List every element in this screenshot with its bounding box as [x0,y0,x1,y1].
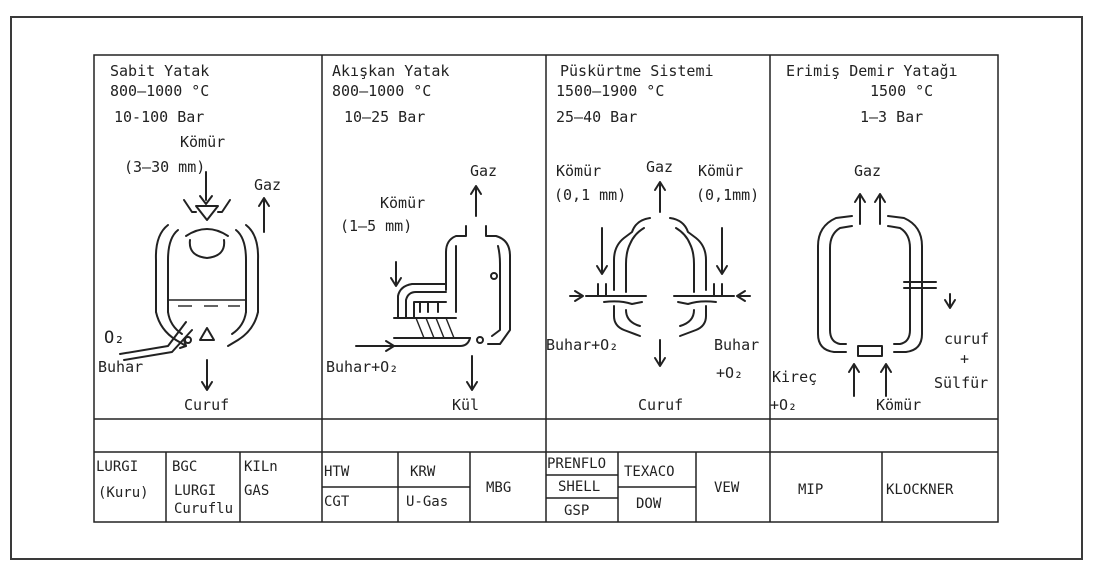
col1-size-label: (3–30 mm) [124,158,205,176]
col4-sulfur-label: Sülfür [934,374,988,392]
proc-klockner: KLOCKNER [886,482,954,498]
col1-curuf-label: Curuf [184,396,229,414]
col2-temp: 800–1000 °C [332,82,431,100]
col3-pressure: 25–40 Bar [556,108,637,126]
proc-mip: MIP [798,482,823,498]
col3-o2-right-label: +O₂ [716,364,743,382]
entrained-flow-gasifier-drawing [569,181,751,367]
col3-buhar-right-label: Buhar [714,336,759,354]
proc-ugas: U-Gas [406,494,448,510]
proc-gas: GAS [244,483,269,499]
col3-size-left-label: (0,1 mm) [554,186,626,204]
col1-buhar-label: Buhar [98,358,143,376]
col1-pressure: 10-100 Bar [114,108,204,126]
col2-buhar-label: Buhar+O₂ [326,358,398,376]
proc-htw: HTW [324,464,350,480]
col3-gaz-label: Gaz [646,158,673,176]
col4-temp: 1500 °C [870,82,933,100]
col1-title: Sabit Yatak [110,62,209,80]
col1-gaz-label: Gaz [254,176,281,194]
col4-pressure: 1–3 Bar [860,108,923,126]
col4-title: Erimiş Demir Yatağı [786,62,958,80]
proc-vew: VEW [714,480,740,496]
proc-kuru: (Kuru) [98,485,149,501]
proc-curuflu: Curuflu [174,501,233,517]
col3-title: Püskürtme Sistemi [560,62,714,80]
col3-size-right-label: (0,1mm) [696,186,759,204]
col2-title: Akışkan Yatak [332,62,449,80]
molten-iron-gasifier-drawing [817,193,956,397]
col1-temp: 800–1000 °C [110,82,209,100]
proc-bgc: BGC [172,459,197,475]
col3-komur-right-label: Kömür [698,162,743,180]
col4-curuf-label: curuf [944,330,989,348]
col3-temp: 1500–1900 °C [556,82,664,100]
col2-komur-label: Kömür [380,194,425,212]
proc-cgt: CGT [324,494,350,510]
proc-dow: DOW [636,496,662,512]
col2-pressure: 10–25 Bar [344,108,425,126]
col2-size-label: (1–5 mm) [340,217,412,235]
fluidized-bed-gasifier-drawing [355,185,511,391]
proc-krw: KRW [410,464,436,480]
col4-kirec-label: Kireç [772,368,817,386]
fixed-bed-gasifier-drawing [119,171,270,391]
col3-curuf-label: Curuf [638,396,683,414]
figure-frame [10,16,1083,560]
col4-plus-label: + [960,350,969,368]
proc-gsp: GSP [564,503,589,519]
proc-lurgi-2: LURGI [174,483,216,499]
proc-mbg: MBG [486,480,511,496]
col3-buhar-left-label: Buhar+O₂ [546,336,618,354]
proc-texaco: TEXACO [624,464,675,480]
col4-o2-label: +O₂ [770,396,797,414]
proc-shell: SHELL [558,479,600,495]
col4-gaz-label: Gaz [854,162,881,180]
col2-kul-label: Kül [452,396,479,414]
col1-o2-label: O₂ [104,328,124,348]
col4-komur-label: Kömür [876,396,921,414]
col1-komur-label: Kömür [180,133,225,151]
col3-komur-left-label: Kömür [556,162,601,180]
proc-prenflo: PRENFLO [547,456,606,472]
proc-lurgi: LURGI [96,459,138,475]
col2-gaz-label: Gaz [470,162,497,180]
proc-kiln: KILn [244,459,278,475]
